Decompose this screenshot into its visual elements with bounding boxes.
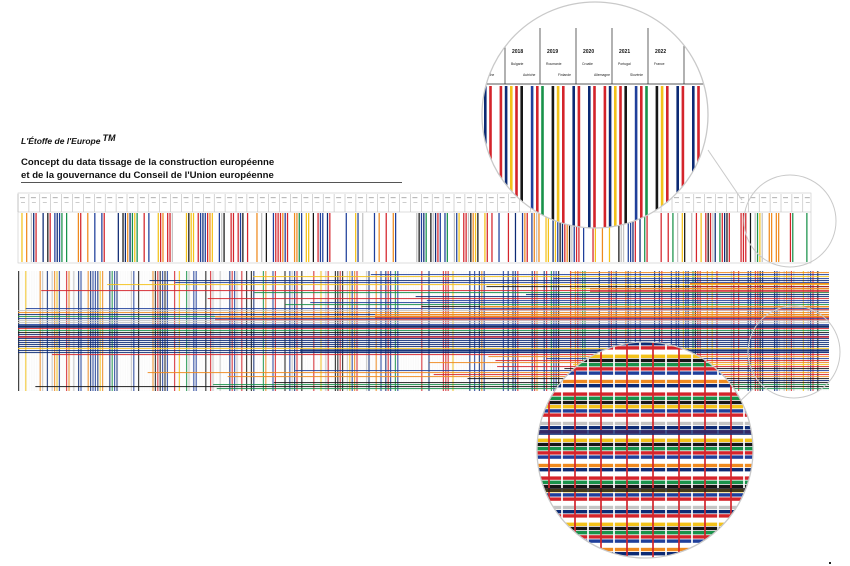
country-label: Finlande (558, 73, 571, 77)
country-label: Allemagne (594, 73, 610, 77)
country-label: Croatie (582, 62, 593, 66)
zoom-source-bottom (747, 305, 841, 399)
zoom-lens-fabric (536, 341, 754, 559)
country-label: triche (486, 73, 494, 77)
year-label: 2022 (655, 49, 666, 55)
country-label: France (654, 62, 665, 66)
concept-line-1: Concept du data tissage de la constructi… (21, 157, 275, 168)
country-label: Roumanie (546, 62, 562, 66)
corner-dot (829, 562, 831, 564)
zoom-source-top (743, 174, 837, 268)
year-label: 2018 (512, 49, 523, 55)
warp-timeline (17, 192, 812, 264)
country-label: Portugal (618, 62, 631, 66)
title-divider (21, 182, 402, 183)
country-label: Autriche (523, 73, 536, 77)
trademark-mark: TM (102, 133, 116, 143)
concept-text: Concept du data tissage de la constructi… (21, 156, 321, 182)
concept-line-2: et de la gouvernance du Conseil de l'Uni… (21, 170, 274, 181)
country-label: Slovénie (630, 73, 643, 77)
year-label: 2019 (547, 49, 558, 55)
zoom-connector-top (707, 149, 743, 201)
year-label: 2021 (619, 49, 630, 55)
country-label: Bulgarie (511, 62, 524, 66)
year-label: 2020 (583, 49, 594, 55)
